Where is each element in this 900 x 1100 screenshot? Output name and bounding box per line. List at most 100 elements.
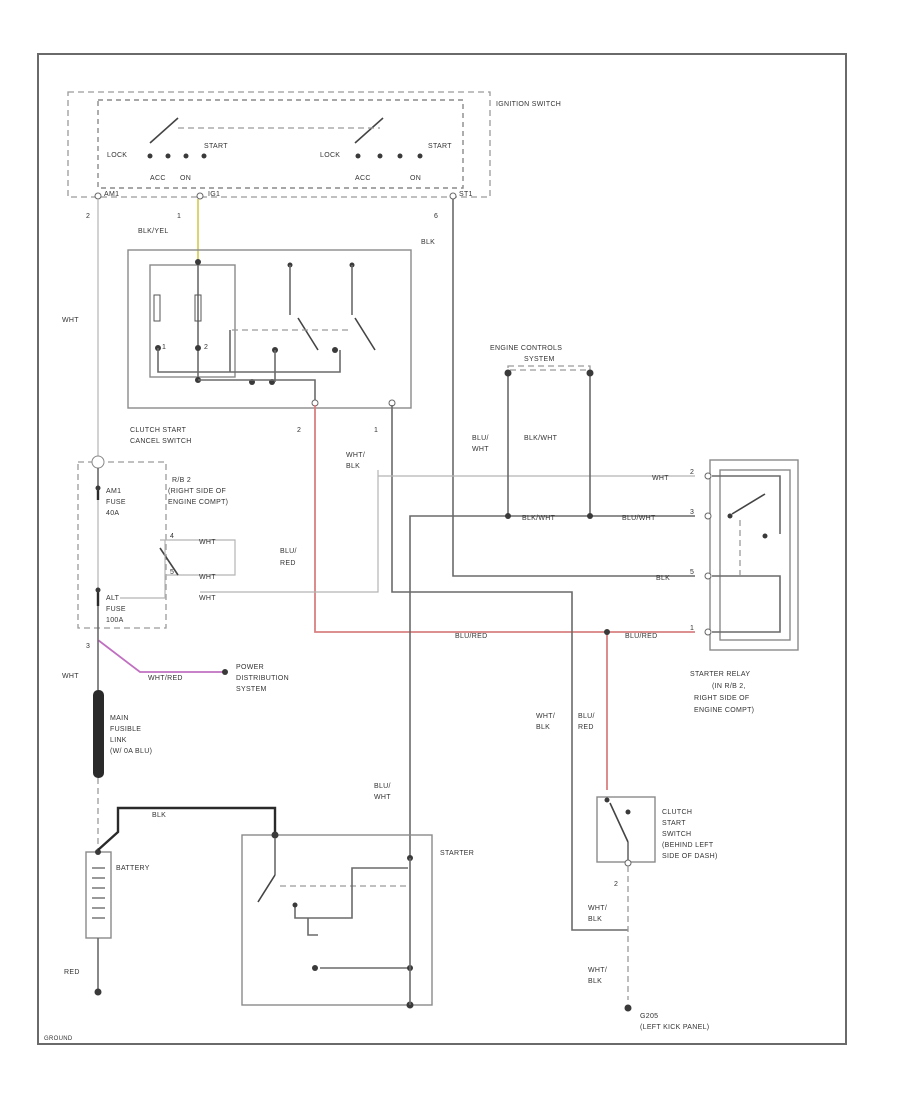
starter-relay-label-1: STARTER RELAY	[690, 671, 750, 678]
clutch-switch-label-1: CLUTCH	[662, 809, 692, 816]
ign-lock-label-2: LOCK	[320, 152, 340, 159]
wire-label-blu-wht-starter-a: BLU/	[374, 783, 391, 790]
pin-label: 4	[170, 533, 174, 540]
ign-acc-label-1: ACC	[150, 175, 166, 182]
engine-controls-bracket	[507, 365, 591, 371]
ign-on-label-1: ON	[180, 175, 191, 182]
battery	[85, 849, 112, 996]
wire-label-wht-blk-gnd-a: WHT/	[588, 967, 607, 974]
rb2-label-2: (RIGHT SIDE OF	[168, 488, 226, 495]
starter	[241, 831, 433, 1009]
clutch-start-cancel-switch	[127, 249, 412, 409]
am-fuse-label-2: FUSE	[106, 499, 126, 506]
relay-box-2	[77, 455, 236, 640]
fusible-link-label-4: (W/ 0A BLU)	[110, 748, 152, 755]
fusible-link-label-1: MAIN	[110, 715, 129, 722]
ign-lock-label-1: LOCK	[107, 152, 127, 159]
wire-label-wht-fuse-2: WHT	[199, 574, 216, 581]
ign-acc-label-2: ACC	[355, 175, 371, 182]
pin-label: 3	[86, 643, 90, 650]
wire-label-blu-red-relay: BLU/RED	[625, 633, 657, 640]
wire-label-wht-fuse-3: WHT	[199, 595, 216, 602]
am-fuse-label-3: 40A	[106, 510, 119, 517]
wire-label-blu-red-cs-b: RED	[578, 724, 594, 731]
wire-wht-blk	[391, 405, 628, 931]
ground-label-2: (LEFT KICK PANEL)	[640, 1024, 709, 1031]
wire-label-wht-blk-relay-low-b: BLK	[536, 724, 550, 731]
footer-code: GROUND	[44, 1036, 73, 1042]
wire-label-blu-wht-b: WHT	[472, 446, 489, 453]
starter-relay	[704, 459, 799, 651]
pin-label: 2	[204, 344, 208, 351]
pin-label: 2	[297, 427, 301, 434]
ignition-switch	[67, 91, 491, 200]
wire-wht-red	[97, 639, 225, 673]
pin-label: 1	[374, 427, 378, 434]
wire-label-wht: WHT	[62, 317, 79, 324]
wire-label-blu-red-cs-a: BLU/	[578, 713, 595, 720]
wire-label-wht-fuse-1: WHT	[199, 539, 216, 546]
wire-label-blk: BLK	[421, 239, 435, 246]
power-dist-label-1: POWER	[236, 664, 264, 671]
relay-pin-label: 3	[690, 509, 694, 516]
wire-label-wht-red: WHT/RED	[148, 675, 183, 682]
engine-controls-label-2: SYSTEM	[524, 356, 555, 363]
power-dist-label-3: SYSTEM	[236, 686, 267, 693]
wire-label-blu-wht-a: BLU/	[472, 435, 489, 442]
wire-blu-wht-starter	[409, 515, 695, 858]
ground-label-1: G205	[640, 1013, 658, 1020]
wire-blu-red	[314, 405, 695, 633]
pin-label: 1	[162, 344, 166, 351]
engine-controls-label-1: ENGINE CONTROLS	[490, 345, 562, 352]
pin-label: 2	[614, 881, 618, 888]
ignition-switch-label-1: IGNITION SWITCH	[496, 101, 561, 108]
ign-am1-label: AM1	[104, 191, 119, 198]
main-fusible-link	[93, 690, 104, 778]
power-dist-label-2: DISTRIBUTION	[236, 675, 289, 682]
relay-pin-label: 5	[690, 569, 694, 576]
wire-label-wht-blk-gnd-b: BLK	[588, 978, 602, 985]
starter-label: STARTER	[440, 850, 474, 857]
clutch-cancel-label-1: CLUTCH START	[130, 427, 187, 434]
wire-label-blu-red-a: BLU/	[280, 548, 297, 555]
wire-label-blu-wht-relay: BLU/WHT	[622, 515, 656, 522]
pin-label: 6	[434, 213, 438, 220]
alt-fuse-label-1: ALT	[106, 595, 120, 602]
wire-label-blu-red-bottom: BLU/RED	[455, 633, 487, 640]
wire-label-wht-blk-b: BLK	[346, 463, 360, 470]
diagram-frame	[37, 53, 847, 1045]
wire-wht-light	[200, 470, 379, 593]
wire-label-wht-fl: WHT	[62, 673, 79, 680]
clutch-start-switch	[596, 796, 656, 1012]
fusible-link-label-3: LINK	[110, 737, 127, 744]
wire-blk-ignition-to-relay	[452, 199, 695, 577]
wire-label-blk-wht-mid: BLK/WHT	[522, 515, 556, 522]
battery-label: BATTERY	[116, 865, 150, 872]
pin-label: 1	[177, 213, 181, 220]
pin-label: 2	[86, 213, 90, 220]
wire-blk-battery-to-starter	[97, 806, 277, 851]
rb2-label-3: ENGINE COMPT)	[168, 499, 228, 506]
wire-label-blk-yel: BLK/YEL	[138, 228, 169, 235]
am-fuse-label-1: AM1	[106, 488, 121, 495]
wire-label-blk-batt: BLK	[152, 812, 166, 819]
wire-label-wht-blk-cs-b: BLK	[588, 916, 602, 923]
wire-label-blk-relay: BLK	[656, 575, 670, 582]
wire-label-wht-relay: WHT	[652, 475, 669, 482]
wire-label-red: RED	[64, 969, 80, 976]
wire-label-wht-blk-a: WHT/	[346, 452, 365, 459]
ign-ig1-label: IG1	[208, 191, 220, 198]
alt-fuse-label-2: FUSE	[106, 606, 126, 613]
wire-label-blk-wht: BLK/WHT	[524, 435, 558, 442]
alt-fuse-label-3: 100A	[106, 617, 124, 624]
wire-label-wht-blk-cs-a: WHT/	[588, 905, 607, 912]
ign-start-label-1: START	[204, 143, 228, 150]
wire-label-blu-wht-starter-b: WHT	[374, 794, 391, 801]
wire-label-blu-red-b: RED	[280, 560, 296, 567]
fusible-link-label-2: FUSIBLE	[110, 726, 141, 733]
relay-pin-label: 2	[690, 469, 694, 476]
pin-label: 5	[170, 569, 174, 576]
clutch-cancel-label-2: CANCEL SWITCH	[130, 438, 192, 445]
starter-relay-label-3: RIGHT SIDE OF	[694, 695, 750, 702]
